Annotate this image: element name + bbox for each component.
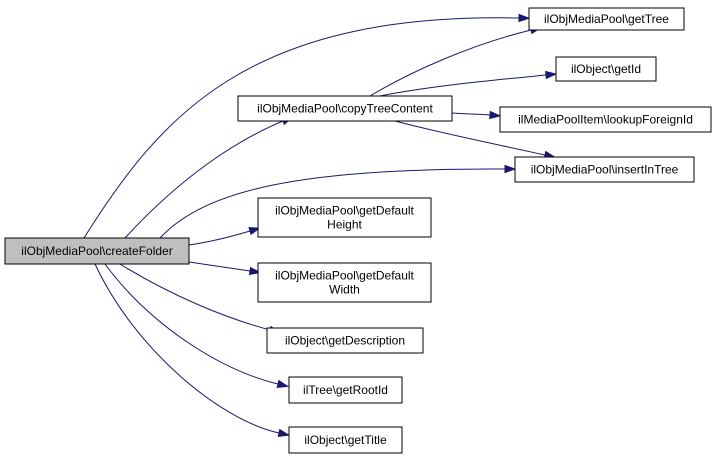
edge-line	[394, 120, 546, 156]
edge-line	[119, 263, 271, 331]
node-box	[514, 156, 695, 183]
node-getTree[interactable]: ilObjMediaPool\getTree	[528, 7, 685, 31]
node-label: ilObjMediaPool\getTree	[544, 12, 669, 26]
edge-line	[451, 112, 491, 116]
arrowhead	[489, 110, 502, 120]
node-label: ilObjMediaPool\getDefault	[275, 269, 414, 283]
edge-line	[188, 261, 251, 272]
node-getRootId[interactable]: ilTree\getRootId	[288, 376, 403, 404]
node-insertInTree[interactable]: ilObjMediaPool\insertInTree	[514, 156, 695, 183]
nodes-layer: ilObjMediaPool\createFolder ilObjMediaPoo…	[4, 7, 712, 454]
node-label: Width	[329, 283, 360, 297]
arrowhead	[248, 266, 262, 276]
edge-createFolder-to-getTitle	[94, 263, 291, 437]
edge-line	[124, 120, 284, 239]
node-box	[257, 197, 432, 238]
edge-line	[83, 17, 520, 239]
edge-createFolder-to-insertInTree	[159, 164, 517, 239]
edges-layer	[83, 13, 558, 437]
node-label: ilObject\getId	[571, 62, 641, 76]
arrowhead	[545, 70, 558, 80]
node-label: ilObjMediaPool\insertInTree	[531, 163, 679, 177]
edge-line	[379, 74, 547, 97]
node-box	[555, 56, 657, 82]
node-copyTreeContent[interactable]: ilObjMediaPool\copyTreeContent	[237, 95, 453, 122]
edge-line	[369, 29, 532, 97]
edge-copyTreeContent-to-getTree	[369, 26, 543, 97]
node-label: ilObject\getDescription	[285, 334, 405, 348]
node-label: ilTree\getRootId	[303, 383, 388, 397]
edge-copyTreeContent-to-getId	[379, 70, 558, 97]
edge-line	[94, 263, 280, 434]
node-label: ilObject\getTitle	[304, 433, 387, 447]
arrowhead	[276, 379, 290, 388]
arrowhead	[518, 13, 531, 23]
node-getTitle[interactable]: ilObject\getTitle	[288, 426, 403, 454]
node-box	[257, 262, 432, 303]
edge-createFolder-to-getDefaultHeight	[188, 227, 262, 246]
node-createFolder[interactable]: ilObjMediaPool\createFolder	[4, 237, 190, 265]
node-label: ilObjMediaPool\copyTreeContent	[257, 102, 433, 116]
edge-line	[188, 230, 251, 246]
edge-line	[104, 263, 279, 385]
edge-createFolder-to-getDescription	[119, 263, 282, 334]
node-lookupForeignId[interactable]: ilMediaPoolItem\lookupForeignId	[499, 106, 712, 133]
node-label: Height	[327, 218, 362, 232]
edge-line	[159, 168, 506, 239]
edge-createFolder-to-getRootId	[104, 263, 290, 388]
edge-createFolder-to-getTree	[83, 13, 531, 239]
node-getDescription[interactable]: ilObject\getDescription	[266, 327, 424, 354]
arrowhead	[504, 164, 517, 174]
node-label: ilObjMediaPool\getDefault	[275, 204, 414, 218]
node-box	[266, 327, 424, 354]
node-label: ilMediaPoolItem\lookupForeignId	[518, 113, 693, 127]
node-label: ilObjMediaPool\createFolder	[21, 244, 172, 258]
node-box	[288, 426, 403, 454]
node-box	[288, 376, 403, 404]
edge-createFolder-to-getDefaultWidth	[188, 261, 262, 276]
arrowhead	[277, 428, 291, 437]
node-getId[interactable]: ilObject\getId	[555, 56, 657, 82]
node-box	[237, 95, 453, 122]
node-box	[528, 7, 685, 31]
node-box	[499, 106, 712, 133]
arrowhead	[248, 227, 262, 236]
node-box	[4, 237, 190, 265]
edge-copyTreeContent-to-lookupForeignId	[451, 110, 502, 120]
